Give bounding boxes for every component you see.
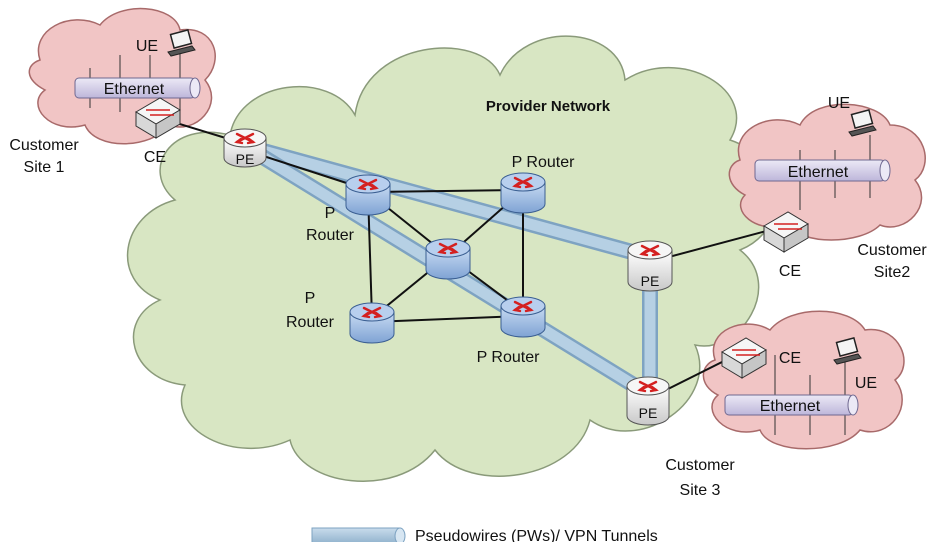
svg-text:Ethernet: Ethernet — [760, 398, 821, 415]
ce-label-site-3: CE — [779, 350, 801, 367]
router-arrows-icon — [512, 300, 534, 313]
router-arrows-icon — [637, 380, 659, 393]
p-router-center — [425, 238, 471, 280]
p-router-label-right-bottom: P Router — [477, 349, 541, 366]
ethernet-bus-site-1: Ethernet — [74, 77, 201, 99]
customer-site-3-label: Customer — [665, 457, 735, 474]
laptop-icon — [167, 28, 196, 57]
ue-label-site-1: UE — [136, 38, 158, 55]
p-router-label-left-top-line1: P — [325, 205, 336, 222]
ethernet-bus-site-2: Ethernet — [754, 159, 891, 182]
pe-router-1 — [223, 128, 267, 168]
pe-label-2: PE — [641, 273, 660, 289]
pe-label-1: PE — [236, 151, 255, 167]
router-arrows-icon — [357, 178, 379, 191]
router-arrows-icon — [639, 244, 661, 257]
ce-switch-site-3 — [721, 337, 767, 379]
router-arrows-icon — [234, 132, 256, 145]
p-router-left-top — [345, 174, 391, 216]
p-router-label-right-top: P Router — [512, 154, 576, 171]
customer-site-1-label: Customer — [9, 137, 79, 154]
p-router-right-bottom — [500, 296, 546, 338]
router-arrows-icon — [437, 242, 459, 255]
customer-site-2: Ethernet UE Customer Site2 — [728, 95, 927, 281]
ue-label-site-3: UE — [855, 375, 877, 392]
pe-router-2 — [627, 240, 673, 292]
legend: Pseudowires (PWs)/ VPN Tunnels — [311, 527, 658, 542]
p-router-label-left-bottom-line2: Router — [286, 314, 335, 331]
ce-switch-site-1 — [135, 97, 181, 139]
p-router-label-left-bottom-line1: P — [305, 290, 316, 307]
p-router-left-bottom — [349, 302, 395, 344]
legend-label: Pseudowires (PWs)/ VPN Tunnels — [415, 528, 658, 542]
ue-label-site-2: UE — [828, 95, 850, 112]
ce-label-site-2: CE — [779, 263, 801, 280]
router-arrows-icon — [361, 306, 383, 319]
legend-tunnel-swatch — [311, 527, 406, 542]
svg-text:Ethernet: Ethernet — [104, 81, 165, 98]
router-arrows-icon — [512, 176, 534, 189]
p-router-right-top — [500, 172, 546, 214]
p-router-label-left-top-line2: Router — [306, 227, 355, 244]
customer-site-3-label-line2: Site 3 — [680, 482, 721, 499]
customer-site-1-label-line2: Site 1 — [24, 159, 65, 176]
laptop-icon — [833, 336, 862, 365]
provider-network-label: Provider Network — [486, 98, 611, 115]
customer-site-2-label-line2: Site2 — [874, 264, 911, 281]
customer-site-2-label: Customer — [857, 242, 927, 259]
customer-site-1-cloud — [28, 7, 216, 145]
laptop-icon — [848, 108, 877, 137]
pe-router-3 — [626, 376, 670, 426]
ethernet-bus-site-3: Ethernet — [724, 394, 859, 416]
ce-switch-site-2 — [763, 211, 809, 253]
svg-text:Ethernet: Ethernet — [788, 164, 849, 181]
ce-label-site-1: CE — [144, 149, 166, 166]
pe-label-3: PE — [639, 405, 658, 421]
